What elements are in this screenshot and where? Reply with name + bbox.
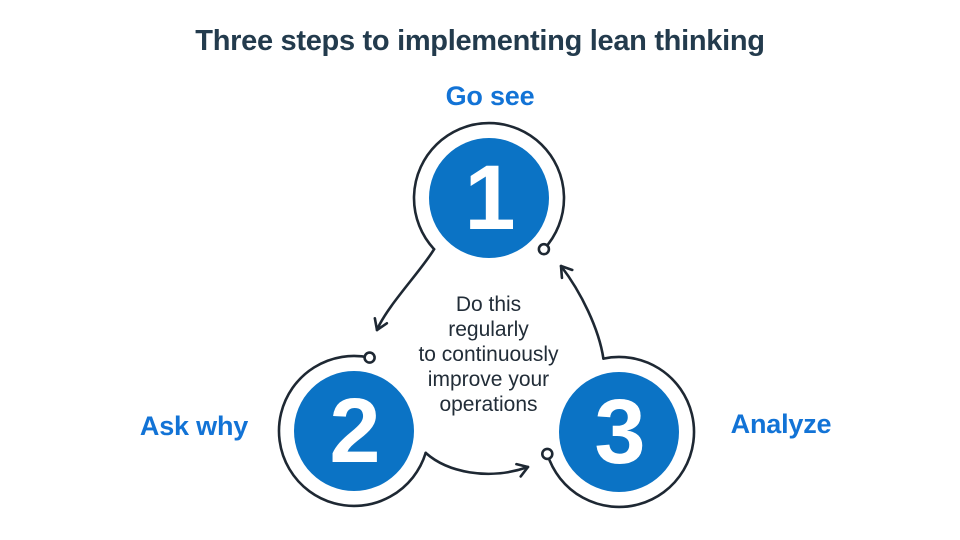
- step-3-circle: [559, 372, 679, 492]
- step-2-number: 2: [329, 380, 380, 482]
- center-caption-line: regularly: [448, 318, 529, 341]
- step-1-ring-arc: [412, 121, 566, 251]
- step-3-number: 3: [594, 381, 645, 483]
- center-caption-line: operations: [439, 393, 538, 416]
- step-3-label: Analyze: [730, 409, 832, 439]
- step-3-ring-arc: [546, 355, 696, 509]
- step-1-terminal-dot: [537, 242, 551, 256]
- arrow-1-to-2: [373, 247, 436, 332]
- center-caption-line: Do this: [455, 293, 522, 316]
- center-caption: Do this regularly to continuously improv…: [376, 292, 601, 417]
- center-caption-line: to continuously: [418, 343, 559, 366]
- step-1-circle: [429, 138, 549, 258]
- step-2-label: Ask why: [139, 411, 249, 441]
- step-1-label: Go see: [445, 81, 535, 111]
- arrow-3-to-1: [559, 264, 605, 360]
- step-2-circle: [294, 371, 414, 491]
- step-2-ring-arc: [277, 354, 427, 508]
- step-1-number: 1: [464, 147, 515, 249]
- arrow-2-to-3: [424, 451, 530, 478]
- step-2-terminal-dot: [363, 351, 376, 364]
- page-title: Three steps to implementing lean thinkin…: [195, 25, 765, 57]
- center-caption-line: improve your: [427, 368, 550, 391]
- step-3-terminal-dot: [540, 447, 554, 461]
